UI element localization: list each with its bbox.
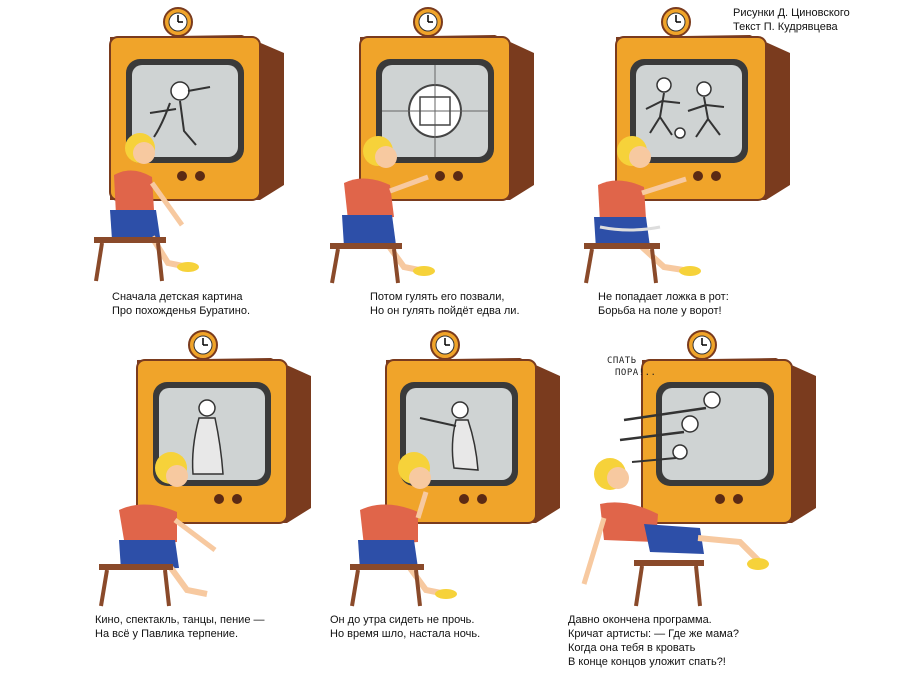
caption-1: Сначала детская картина Про похожденья Б… [112, 291, 251, 317]
caption-6: Давно окончена программа. Кричат артисты… [568, 614, 739, 668]
speech-bubble: СПАТЬ ПОРА!.. [607, 356, 657, 378]
panel-5: Он до утра сидеть не прочь. Но время шло… [330, 328, 590, 640]
panel-1: Сначала детская картина Про похожденья Б… [92, 5, 352, 317]
panel-2: Потом гулять его позвали, Но он гулять п… [330, 5, 590, 317]
credits-author: Текст П. Кудрявцева [733, 21, 838, 33]
tv-cartoon-buratino-icon [94, 7, 284, 282]
tv-actor-icon [350, 330, 560, 607]
tv-theatre-icon [99, 330, 311, 607]
tv-football-icon [584, 7, 790, 284]
panel-3: Не попадает ложка в рот: Борьба на поле … [580, 5, 840, 317]
panel-4: Кино, спектакль, танцы, пение — На всё у… [95, 328, 355, 640]
caption-3: Не попадает ложка в рот: Борьба на поле … [598, 291, 729, 317]
tv-test-pattern-icon [330, 7, 534, 284]
credits: Рисунки Д. Циновского Текст П. Кудрявцев… [733, 6, 850, 34]
credits-artist: Рисунки Д. Циновского [733, 7, 850, 19]
panel-6: Давно окончена программа. Кричат артисты… [568, 328, 840, 668]
caption-2: Потом гулять его позвали, Но он гулять п… [370, 291, 520, 317]
tv-actors-pointing-icon [581, 330, 816, 607]
caption-4: Кино, спектакль, танцы, пение — На всё у… [95, 614, 265, 640]
caption-5: Он до утра сидеть не прочь. Но время шло… [330, 614, 481, 640]
